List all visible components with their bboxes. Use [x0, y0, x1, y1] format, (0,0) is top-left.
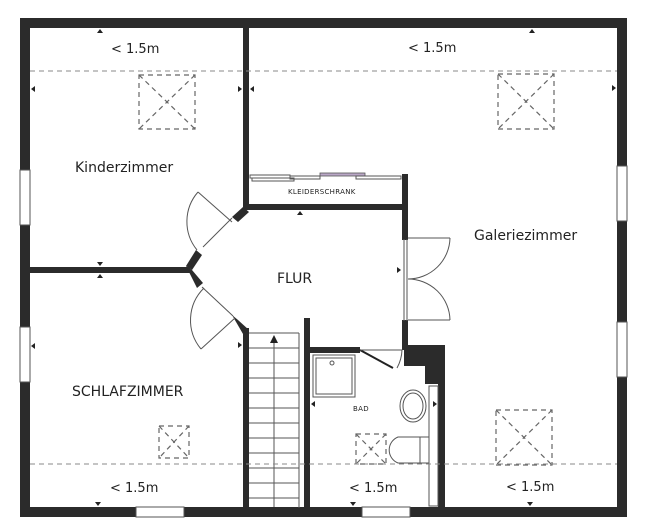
height-label-bottom-right: < 1.5m — [506, 480, 555, 495]
staircase — [249, 332, 300, 508]
window-kinder-left — [19, 169, 31, 226]
height-label-top-right: < 1.5m — [408, 41, 457, 56]
stair-arrow-icon — [270, 335, 278, 343]
skylight-icon — [355, 433, 387, 465]
window-schlaf-left — [19, 326, 31, 383]
room-label-schlafzimmer: SCHLAFZIMMER — [72, 384, 184, 400]
section-markers — [31, 29, 616, 506]
height-label-bottom-middle: < 1.5m — [349, 481, 398, 496]
room-label-bad: BAD — [353, 405, 369, 413]
windows — [19, 165, 628, 518]
ceiling-height-lines — [30, 70, 617, 465]
skylights — [138, 73, 555, 466]
height-label-top-left: < 1.5m — [111, 42, 160, 57]
skylight-icon — [138, 74, 196, 130]
wardrobe-label: KLEIDERSCHRANK — [288, 188, 356, 196]
wardrobe-doors — [249, 172, 402, 182]
height-label-bottom-left: < 1.5m — [110, 481, 159, 496]
skylight-icon — [495, 409, 553, 466]
bathroom-fixtures — [312, 354, 439, 507]
room-label-flur: FLUR — [277, 271, 313, 287]
skylight-icon — [158, 425, 190, 459]
window-galerie-right-top — [616, 165, 628, 222]
room-label-galeriezimmer: Galeriezimmer — [474, 228, 578, 244]
window-bad-bottom — [361, 506, 411, 518]
interior-walls — [20, 18, 445, 511]
window-galerie-right-bottom — [616, 321, 628, 378]
window-schlaf-bottom — [135, 506, 185, 518]
doors — [186, 191, 451, 369]
room-label-kinderzimmer: Kinderzimmer — [75, 160, 174, 176]
skylight-icon — [497, 73, 555, 130]
